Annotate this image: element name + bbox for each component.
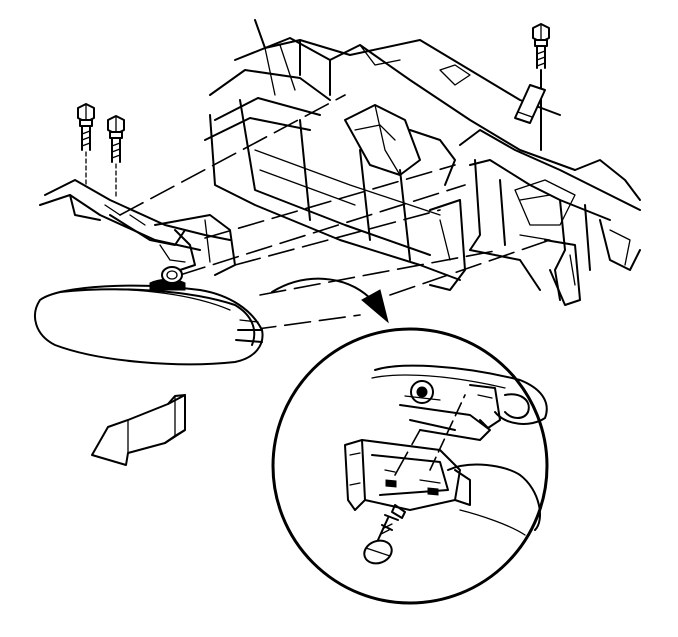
- forward-direction-arrow-icon: [91, 394, 186, 466]
- radiator-support-frame: [39, 19, 641, 306]
- headlamp-bolt-right: [514, 23, 550, 151]
- alignment-lines: [119, 94, 551, 331]
- headlamp-bolt-left-outer: [77, 103, 95, 186]
- headlamp-bolt-left-inner: [107, 115, 125, 199]
- curved-arrow-icon: [271, 277, 389, 324]
- detail-inset: [271, 327, 549, 605]
- detail-bolt: [363, 504, 406, 565]
- detail-lamp-and-bracket: [344, 364, 548, 565]
- headlamp-assembly: [34, 266, 264, 366]
